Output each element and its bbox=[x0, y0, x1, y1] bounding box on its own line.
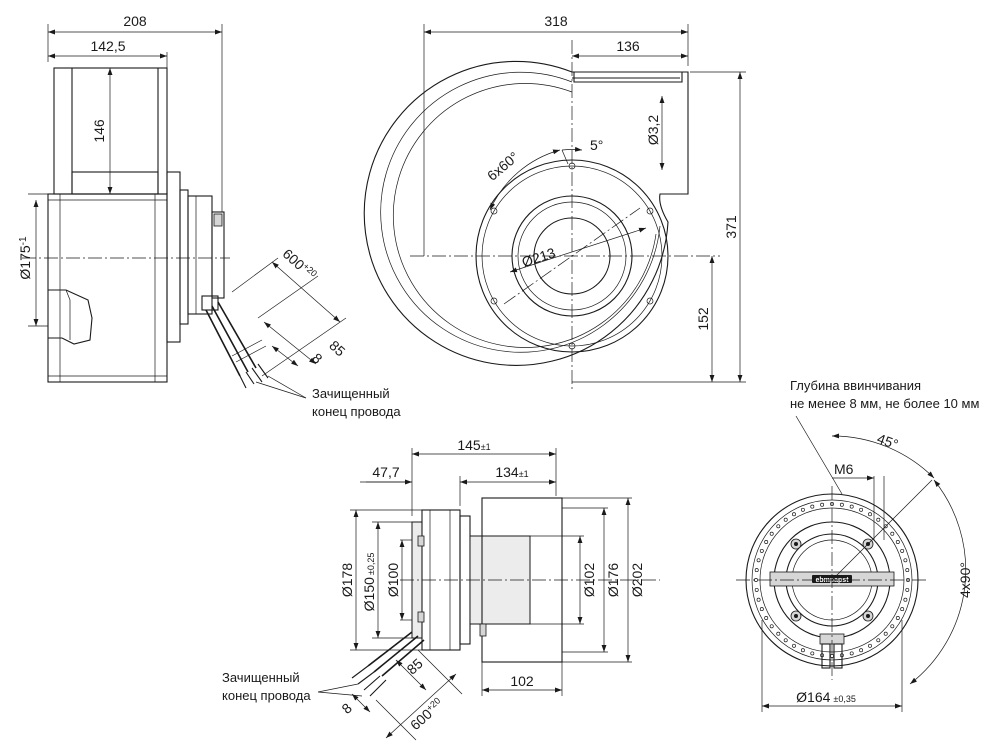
rim-hole bbox=[868, 643, 872, 648]
rim-hole bbox=[895, 616, 900, 620]
svg-text:Ø164±0,35: Ø164±0,35 bbox=[796, 689, 856, 705]
rim-hole bbox=[868, 512, 872, 517]
rim-hole bbox=[849, 504, 854, 509]
dim-motor-dia-tol: -1 bbox=[18, 236, 29, 245]
rim-hole bbox=[883, 631, 888, 636]
rim-hole bbox=[859, 507, 864, 512]
dim-dia-150-tol: ±0,25 bbox=[366, 553, 376, 575]
dim-strip-length: 85 bbox=[326, 337, 348, 359]
rim-hole bbox=[810, 504, 815, 509]
rim-hole bbox=[876, 638, 881, 643]
dim-dia-100: Ø100 bbox=[385, 563, 401, 597]
rim-hole bbox=[830, 502, 834, 506]
dim-dia-150: Ø150 bbox=[361, 577, 377, 611]
rim-hole bbox=[900, 607, 905, 612]
rim-hole bbox=[776, 631, 781, 636]
dim-overall-length-tol: ±1 bbox=[481, 442, 491, 452]
dim-strip-length: 85 bbox=[404, 655, 426, 677]
note-cable-end-line1: Зачищенный bbox=[222, 670, 300, 685]
rim-hole bbox=[895, 540, 900, 544]
dim-angle-small: 5° bbox=[590, 137, 603, 153]
rim-hole bbox=[876, 517, 881, 522]
dim-dia-202: Ø202 bbox=[629, 563, 645, 597]
dim-motor-dia: Ø175 bbox=[17, 245, 33, 279]
svg-text:145±1: 145±1 bbox=[457, 437, 490, 453]
dim-dia-102: Ø102 bbox=[581, 563, 597, 597]
dim-bolt-circle: Ø164 bbox=[796, 689, 830, 705]
front-view: 318 136 371 152 Ø3,2 5° 6x60° Ø213 bbox=[363, 13, 746, 392]
rim-hole bbox=[890, 624, 895, 629]
rim-hole bbox=[792, 643, 796, 648]
rim-hole bbox=[756, 558, 761, 563]
rim-hole bbox=[800, 648, 805, 653]
dim-bore: Ø213 bbox=[520, 244, 558, 270]
rim-holes bbox=[754, 502, 910, 658]
dim-dia-176: Ø176 bbox=[605, 563, 621, 597]
rim-hole bbox=[900, 548, 905, 553]
rim-hole bbox=[890, 531, 895, 536]
svg-text:134±1: 134±1 bbox=[495, 464, 528, 480]
rim-hole bbox=[859, 648, 864, 653]
rim-hole bbox=[754, 587, 759, 592]
dim-flange-offset: 47,7 bbox=[372, 464, 399, 480]
rim-hole bbox=[903, 597, 908, 602]
rim-hole bbox=[783, 638, 788, 643]
rim-hole bbox=[756, 597, 761, 602]
rim-hole bbox=[754, 568, 759, 573]
rim-hole bbox=[903, 558, 908, 563]
motor-rear-view: ebmpapst M6 Глубина ввинчивания не менее… bbox=[736, 378, 979, 712]
side-view: 208 142,5 146 Ø175-1 600+20 85 8 Зачищен… bbox=[17, 13, 401, 419]
dim-rotor-length-tol: ±1 bbox=[519, 469, 529, 479]
note-cable-end-line1: Зачищенный bbox=[312, 386, 390, 401]
rim-hole bbox=[759, 548, 764, 553]
rim-hole bbox=[906, 578, 910, 582]
note-screw-depth-line1: Глубина ввинчивания bbox=[790, 378, 921, 393]
dim-overall-height: 371 bbox=[723, 215, 739, 239]
dim-bolt-circle-tol: ±0,35 bbox=[833, 694, 855, 704]
dim-hole-pattern: 4x90° bbox=[957, 562, 973, 598]
rim-hole bbox=[792, 512, 796, 517]
rim-hole bbox=[905, 568, 910, 573]
note-cable-end-line2: конец провода bbox=[312, 404, 401, 419]
dim-outlet-width: 136 bbox=[616, 38, 640, 54]
rim-hole bbox=[849, 651, 854, 656]
motor-side-view: 145±1 134±1 47,7 Ø178 Ø150±0,25 Ø100 Ø20… bbox=[222, 437, 660, 741]
rim-hole bbox=[759, 607, 764, 612]
dim-angle: 45° bbox=[875, 430, 900, 452]
dim-outlet-height: 146 bbox=[91, 119, 107, 143]
rim-hole bbox=[764, 540, 769, 544]
dim-overall-width: 208 bbox=[123, 13, 147, 29]
svg-text:Ø175-1: Ø175-1 bbox=[17, 236, 33, 280]
dim-axis-height: 152 bbox=[695, 307, 711, 331]
rim-hole bbox=[905, 587, 910, 592]
dim-housing-width: 142,5 bbox=[90, 38, 125, 54]
rim-hole bbox=[839, 502, 844, 507]
rim-hole bbox=[769, 531, 774, 536]
dim-flange-thickness: Ø3,2 bbox=[645, 115, 661, 146]
rim-hole bbox=[776, 524, 781, 529]
svg-text:600+20: 600+20 bbox=[280, 245, 319, 283]
rim-hole bbox=[783, 517, 788, 522]
dim-core-strip: 8 bbox=[338, 700, 355, 717]
dim-hub-length: 102 bbox=[510, 673, 534, 689]
svg-text:Ø150±0,25: Ø150 ±0,25 bbox=[361, 553, 377, 612]
rim-hole bbox=[764, 616, 769, 620]
note-screw-depth-line2: не менее 8 мм, не более 10 мм bbox=[790, 396, 979, 411]
rim-hole bbox=[800, 507, 805, 512]
rim-hole bbox=[769, 624, 774, 629]
dim-overall-width: 318 bbox=[544, 13, 568, 29]
dim-overall-length: 145 bbox=[457, 437, 481, 453]
dim-rotor-length: 134 bbox=[495, 464, 519, 480]
dim-thread: M6 bbox=[834, 461, 854, 477]
dim-dia-178: Ø178 bbox=[339, 563, 355, 597]
rim-hole bbox=[820, 502, 825, 507]
rim-hole bbox=[810, 651, 815, 656]
note-cable-end-line2: конец провода bbox=[222, 688, 311, 703]
dim-core-strip: 8 bbox=[309, 350, 326, 367]
